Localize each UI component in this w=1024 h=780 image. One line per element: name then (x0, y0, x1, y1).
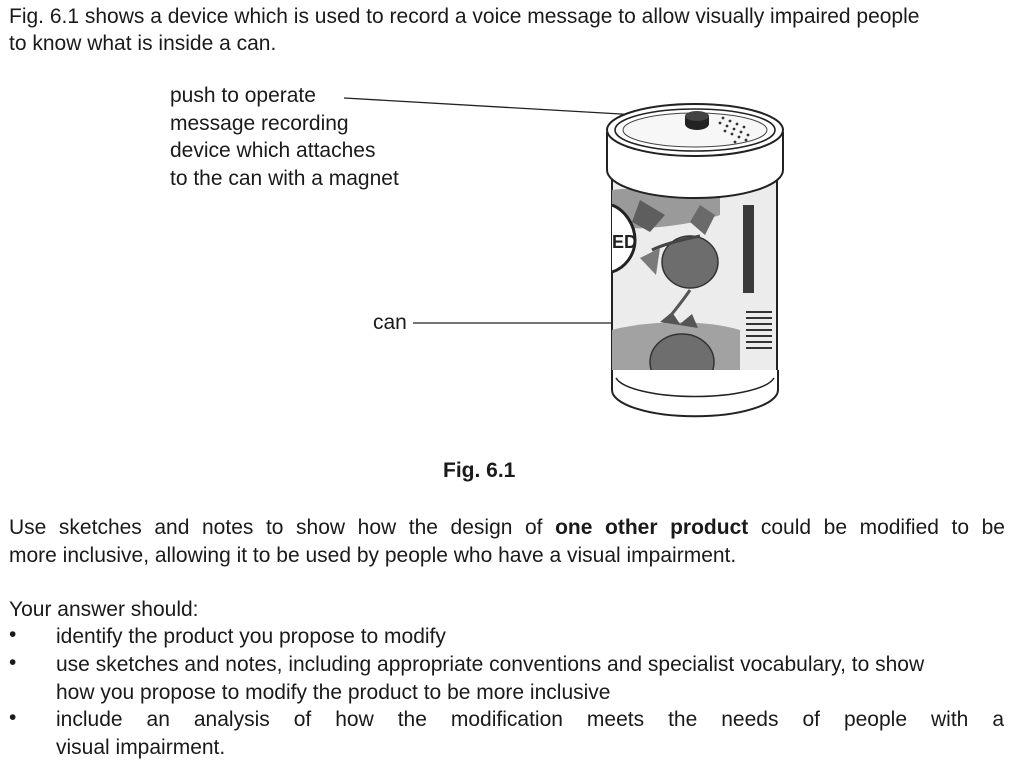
figure-caption: Fig. 6.1 (443, 459, 516, 482)
device-label-line-1: push to operate (170, 84, 316, 107)
can-body: ED (611, 169, 778, 391)
emphasis-one-other-product: one other product (555, 516, 749, 539)
intro-line-1: Fig. 6.1 shows a device which is used to… (9, 5, 920, 28)
task-paragraph: Use sketches and notes to show how the d… (9, 514, 1005, 569)
device-label-line-3: device which attaches (170, 139, 376, 162)
task-line-2: more inclusive, allowing it to be used b… (9, 543, 737, 567)
push-button-icon (685, 111, 709, 130)
task-line-1: Use sketches and notes to show how the d… (9, 516, 1005, 539)
intro-line-2: to know what is inside a can. (9, 32, 277, 55)
bullet-item-2: use sketches and notes, including approp… (56, 653, 925, 704)
bullet-symbol: • (9, 623, 17, 646)
bullet-item-1: identify the product you propose to modi… (56, 625, 446, 648)
intro-text: Fig. 6.1 shows a device which is used to… (9, 3, 919, 57)
device-lid (606, 103, 784, 199)
answer-heading: Your answer should: (9, 598, 199, 621)
device-label-line-4: to the can with a magnet (170, 166, 399, 190)
can-label: can (373, 311, 407, 334)
speaker-holes-icon (718, 116, 750, 144)
can-label-text: ED (612, 232, 637, 252)
bullet-symbol: • (9, 706, 17, 729)
bullet-symbol: • (9, 651, 17, 674)
bullet-item-3: include an analysis of how the modificat… (56, 708, 1004, 759)
device-label-line-2: message recording (170, 111, 349, 135)
device-label: push to operate message recording device… (170, 82, 399, 192)
can-bottom-rim (611, 370, 779, 418)
can-illustration: ED (343, 97, 784, 418)
